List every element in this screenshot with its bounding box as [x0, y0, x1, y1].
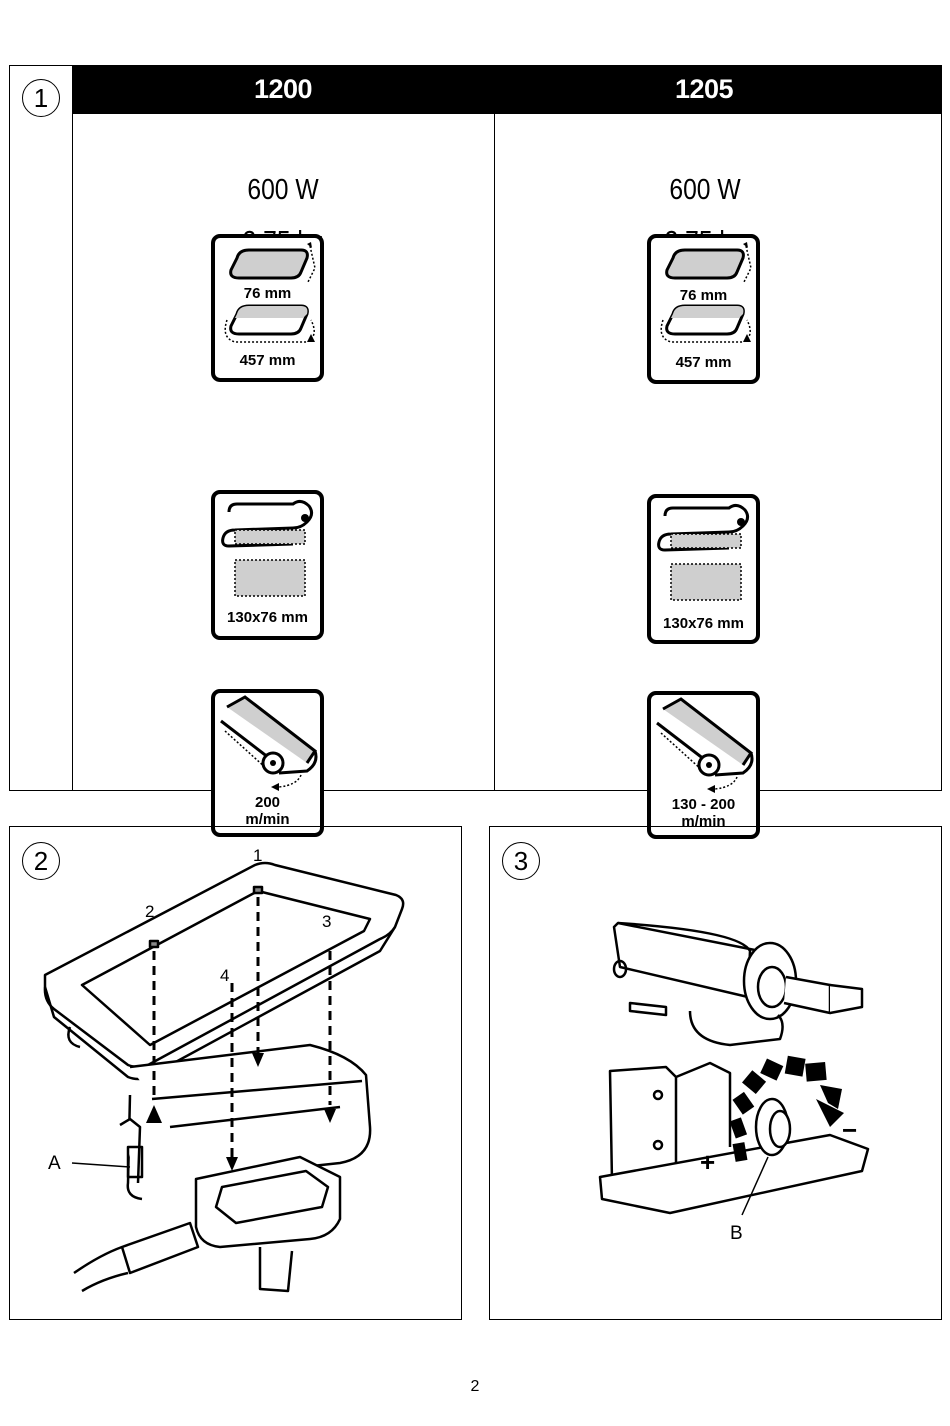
figure-number-1: 1 [22, 79, 60, 117]
belt-length-label: 457 mm [675, 354, 732, 371]
sanding-belt-size-icon: 76 mm 457 mm [647, 234, 760, 384]
model-column-1205: 600 W 2,75 kg 76 mm 457 mm 130x76 [494, 114, 915, 839]
figure-2-frame-mounting: 2 [9, 826, 462, 1320]
callout-4: 4 [220, 966, 229, 985]
sanding-frame-illustration: 1 2 3 4 A [43, 846, 405, 1293]
model-name-1205: 1205 [674, 74, 734, 104]
model-name-1200: 1200 [253, 74, 313, 104]
figure-number-3: 3 [502, 842, 540, 880]
belt-width-label: 76 mm [679, 287, 728, 304]
figure-3-speed-adjust: 3 [489, 826, 942, 1320]
speed-value-label: 130 - 200 [671, 796, 736, 813]
sanding-surface-icon: 130x76 mm [211, 490, 324, 640]
minus-sign: − [842, 1115, 857, 1145]
plus-sign: + [700, 1147, 715, 1177]
belt-speed-icon: 200 m/min [211, 689, 324, 837]
callout-b: B [730, 1223, 743, 1244]
speed-value-label: 200 [254, 794, 281, 811]
speed-unit-label: m/min [681, 813, 726, 830]
belt-speed-icon: 130 - 200 m/min [647, 691, 760, 839]
power-rating: 600 W [247, 174, 319, 206]
belt-width-label: 76 mm [243, 285, 292, 302]
callout-1: 1 [253, 846, 262, 865]
callout-a: A [48, 1153, 61, 1174]
speed-unit-label: m/min [245, 811, 290, 828]
speed-dial-illustration: + − B [598, 921, 870, 1244]
sanding-belt-size-icon: 76 mm 457 mm [211, 234, 324, 382]
page-number: 2 [470, 1378, 480, 1395]
callout-3: 3 [322, 912, 331, 931]
pad-size-label: 130x76 mm [227, 609, 308, 626]
model-column-1200: 600 W 2,75 kg 76 mm 457 mm 130x76 [73, 114, 493, 837]
model-header-row: 1200 1205 [73, 66, 941, 114]
power-rating: 600 W [669, 174, 741, 206]
callout-2: 2 [145, 902, 154, 921]
figure-number-2: 2 [22, 842, 60, 880]
belt-length-label: 457 mm [239, 352, 296, 369]
figure-number-column: 1 [10, 66, 73, 790]
sanding-surface-icon: 130x76 mm [647, 494, 760, 644]
spec-table: 1 1200 1205 600 W 2,75 kg 76 mm 457 mm [9, 65, 942, 839]
pad-size-label: 130x76 mm [663, 615, 744, 632]
